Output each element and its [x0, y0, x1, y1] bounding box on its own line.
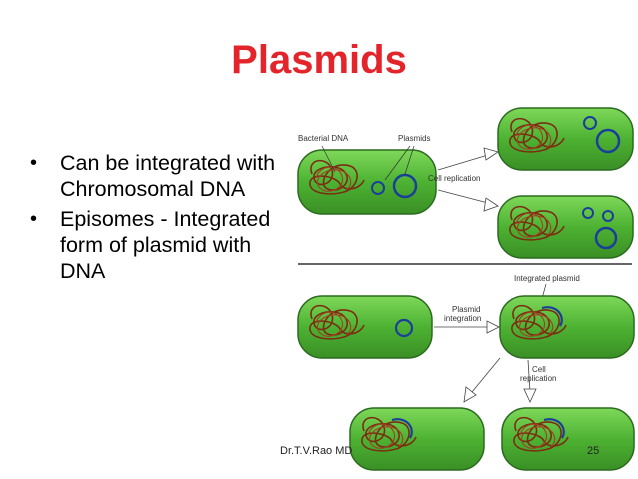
cell-episome-1: [349, 407, 485, 471]
label-bacterial-dna: Bacterial DNA: [298, 134, 349, 143]
bullet-dot-icon: •: [30, 152, 38, 174]
plasmid-icon: [582, 207, 594, 219]
slide-title: Plasmids: [231, 38, 407, 82]
plasmid-icon: [371, 181, 385, 195]
bullet-text: Can be integrated with Chromosomal DNA: [60, 151, 276, 201]
integrated-plasmid-icon: [543, 418, 565, 439]
label-integrated-plasmid: Integrated plasmid: [514, 274, 580, 283]
cell-parent-top: [297, 149, 437, 215]
integrated-plasmid-icon: [541, 306, 563, 327]
bullet-item: • Can be integrated with Chromosomal DNA: [26, 150, 276, 202]
label-cell-replication-2a: Cell: [532, 365, 546, 374]
pointer-line: [384, 145, 411, 181]
bullet-item: • Episomes - Integrated form of plasmid …: [26, 206, 276, 284]
label-plasmids: Plasmids: [398, 134, 430, 143]
arrow-line: [437, 154, 489, 171]
plasmid-icon: [595, 128, 621, 154]
bullet-list: • Can be integrated with Chromosomal DNA…: [26, 150, 276, 288]
arrow-head-icon: [486, 320, 500, 334]
arrow-head-icon: [483, 147, 499, 161]
label-cell-replication: Cell replication: [428, 174, 480, 183]
arrow-line: [437, 189, 489, 204]
label-plasmid-integration-2: integration: [444, 314, 481, 323]
cell-daughter-2: [497, 195, 634, 259]
cell-before-integration: [297, 295, 433, 359]
arrow-head-icon: [523, 388, 537, 403]
bullet-text: Episomes - Integrated form of plasmid wi…: [60, 207, 271, 283]
cell-episome-2: [501, 407, 635, 471]
cell-integrated: [499, 295, 635, 359]
page-number: 25: [587, 445, 600, 457]
cell-daughter-1: [497, 107, 634, 171]
plasmid-icon: [394, 318, 414, 338]
plasmid-icon: [602, 210, 614, 222]
arrow-head-icon: [483, 197, 499, 212]
label-cell-replication-2b: replication: [520, 374, 556, 383]
arrow-line: [471, 357, 501, 393]
arrow-head-icon: [463, 386, 477, 403]
plasmid-icon: [392, 173, 418, 199]
pointer-line: [321, 145, 336, 173]
label-plasmid-integration-1: Plasmid: [452, 305, 480, 314]
plasmid-icon: [583, 116, 597, 130]
arrow-line: [527, 359, 531, 393]
pointer-line: [404, 145, 415, 175]
bullet-dot-icon: •: [30, 208, 38, 230]
footer-author: Dr.T.V.Rao MD: [280, 445, 353, 457]
plasmid-icon: [594, 226, 618, 250]
integrated-plasmid-icon: [391, 418, 413, 439]
